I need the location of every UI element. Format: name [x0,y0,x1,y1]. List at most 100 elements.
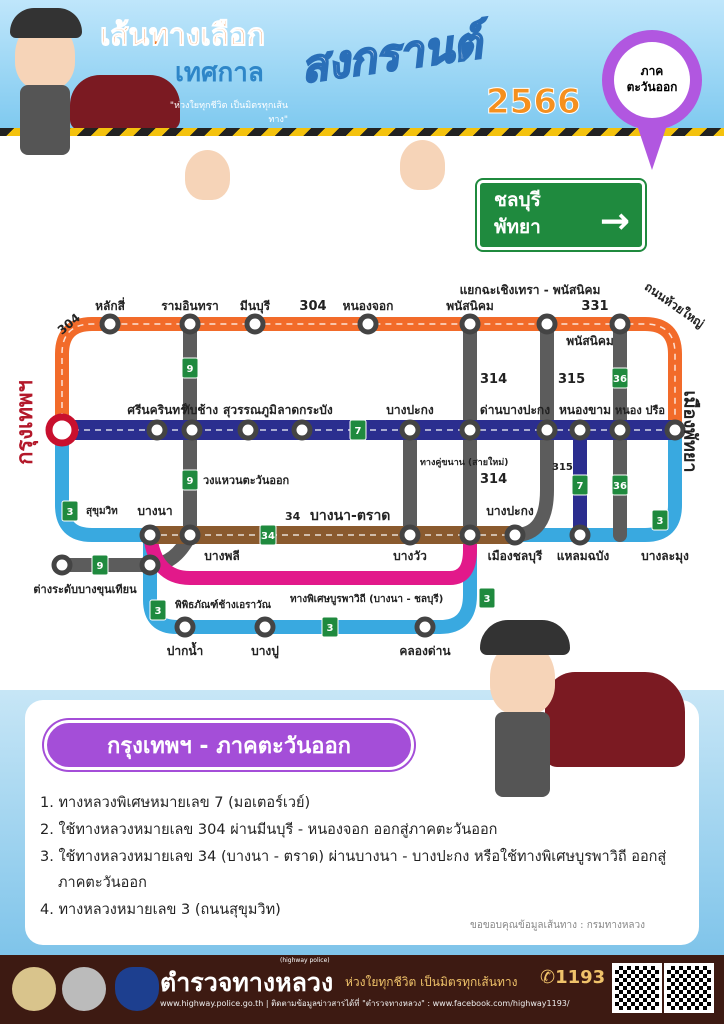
label-frontage: ทางคู่ขนาน (สายใหม่) [420,456,508,468]
station-marker [179,524,201,546]
qr-code-facebook[interactable] [664,963,714,1013]
label-nongkham: หนองขาม [559,403,611,417]
shield-number: 7 [577,481,584,492]
station-marker [174,616,196,638]
shield-number: 9 [97,561,104,572]
label-minburi: มีนบุรี [240,299,271,314]
shield-number: 3 [484,594,491,605]
festival-logo: สงกรานต์ [296,17,485,95]
beret-bottom [480,620,570,655]
route-item: 2. ใช้ทางหลวงหมายเลข 304 ผ่านมีนบุรี - ห… [40,821,498,838]
station-marker [459,313,481,335]
station-marker [237,419,259,441]
station-marker [536,313,558,335]
label-erawan: พิพิธภัณฑ์ช้างเอราวัณ [175,599,272,611]
label-laksi: หลักสี่ [95,297,126,313]
station-marker [459,419,481,441]
route-shield-3: 3 [651,509,669,531]
station-marker [51,554,73,576]
brand-en: (highway police) [280,957,330,964]
route-num-315a: 315 [558,372,585,387]
royal-seal-logo [12,967,56,1011]
station-marker [569,524,591,546]
station-marker [609,419,631,441]
route-num-314a: 314 [480,372,507,387]
station-marker [664,419,686,441]
footer-links[interactable]: www.highway.police.go.th | ติดตามข้อมูลข… [160,999,570,1008]
route-shield-9: 9 [181,469,199,491]
destination-pattaya: เมืองพัทยา [679,390,701,473]
route-num-34: 34 [285,510,301,523]
label-phanat-2: พนัสนิคม [566,334,614,348]
direction-sign: ชลบุรี พัทยา → [477,180,645,250]
station-marker [399,419,421,441]
bangkok-origin-marker [45,413,79,447]
station-marker [139,554,161,576]
label-ramintra: รามอินทรา [161,299,219,313]
label-bangpu: บางปู [251,644,279,659]
sign-line2: พัทยา [494,215,541,238]
station-marker [504,524,526,546]
label-sukhumvit: สุขุมวิท [86,505,118,517]
label-suvarnabhumi: สุวรรณภูมิ [223,403,277,418]
route-item: 1. ทางหลวงพิเศษหมายเลข 7 (มอเตอร์เวย์) [40,795,311,811]
shield-number: 36 [613,481,627,492]
station-marker [414,616,436,638]
boy-character [400,140,445,190]
shield-number: 3 [657,516,664,527]
label-latkrabang: ลาดกระบัง [277,403,333,417]
station-marker [254,616,276,638]
brand-name: ตำรวจทางหลวง [160,968,334,997]
station-marker [146,419,168,441]
mascot-body [20,85,70,155]
footer: ตำรวจทางหลวง(highway police) ห่วงใยทุกชี… [0,955,724,1024]
year: 2566 [486,82,582,123]
origin-bangkok: กรุงเทพฯ [12,380,38,465]
label-bangphli: บางพลี [204,549,239,563]
routes-title: กรุงเทพฯ - ภาคตะวันออก [44,720,414,770]
label-chachoengsao-phanat: แยกฉะเชิงเทรา - พนัสนิคม [460,283,601,297]
station-marker [459,524,481,546]
label-laemchabang: แหลมฉบัง [557,549,610,563]
label-bangkhunthian: ต่างระดับบางขุนเทียน [33,583,137,597]
shield-number: 9 [187,364,194,375]
beret [10,8,82,38]
station-marker [179,313,201,335]
credit: ขอขอบคุณข้อมูลเส้นทาง : กรมทางหลวง [470,920,646,931]
shield-number: 7 [355,426,362,437]
label-muangchonburi: เมืองชลบุรี [488,549,543,564]
station-marker [609,313,631,335]
station-marker [181,419,203,441]
station-marker [399,524,421,546]
station-marker [569,419,591,441]
route-num-314b: 314 [480,472,507,487]
route-num-304b: 304 [299,299,326,314]
route-shield-36: 36 [611,367,629,389]
label-burapha: ทางพิเศษบูรพาวิถี (บางนา - ชลบุรี) [290,593,443,606]
route-item: 3. ใช้ทางหลวงหมายเลข 34 (บางนา - ตราด) ผ… [40,848,667,892]
qr-code-line[interactable] [612,963,662,1013]
title-line2: เทศกาล [175,58,264,88]
label-bangpakong-1: บางปะกง [386,403,434,417]
route-shield-3: 3 [321,616,339,638]
shield-number: 9 [187,476,194,487]
pin-line1: ภาค [640,64,664,79]
label-bangpakong-2: บางปะกง [486,504,534,518]
station-marker [357,313,379,335]
route-shield-3: 3 [149,599,167,621]
route-shield-7: 7 [349,419,367,441]
slogan: "ห่วงใยทุกชีวิต เป็นมิตรทุกเส้นทาง" [169,101,288,125]
routes-list: 1. ทางหลวงพิเศษหมายเลข 7 (มอเตอร์เวย์) 2… [40,790,680,924]
hotline[interactable]: ✆1193 [540,967,606,988]
route-shield-3: 3 [478,587,496,609]
police-car-bottom [545,672,685,767]
shield-number: 34 [261,531,275,542]
region-pin: ภาคตะวันออก [602,30,702,170]
route-shield-9: 9 [181,357,199,379]
police-seal-logo [62,967,106,1011]
shield-number: 3 [155,606,162,617]
route-num-315b: 315 [552,462,573,473]
station-marker [291,419,313,441]
label-thapchang: ทับช้าง [182,403,218,417]
